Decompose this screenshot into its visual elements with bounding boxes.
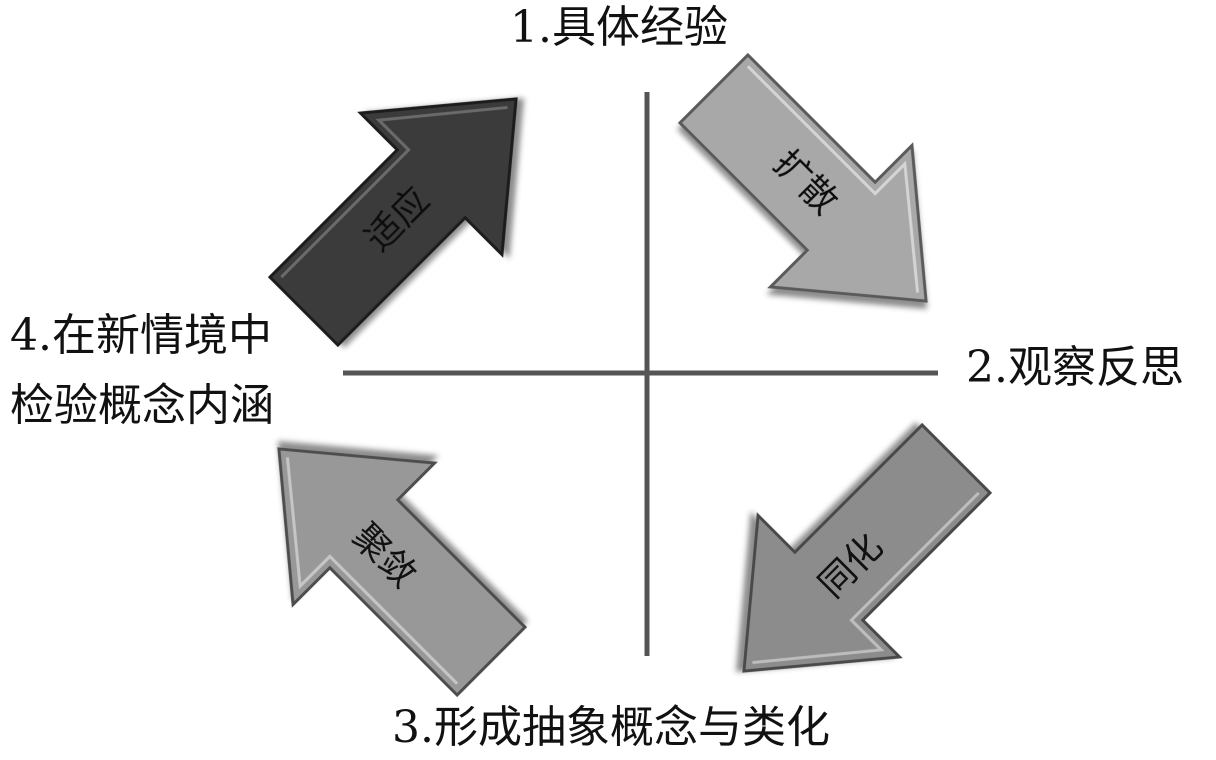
stage-label-1: 1.具体经验	[510, 2, 728, 53]
stage-label-2: 2.观察反思	[966, 342, 1184, 393]
arrow-top-right: 扩散	[677, 52, 928, 303]
arrow-top-left: 适应	[267, 97, 518, 348]
arrow-bottom-right	[742, 422, 993, 673]
arrow-bottom-left	[277, 447, 528, 698]
stage-label-4-line2: 检验概念内涵	[10, 380, 274, 431]
stage-label-4-line1: 4.在新情境中	[10, 310, 272, 361]
stage-label-3: 3.形成抽象概念与类化	[392, 702, 830, 753]
